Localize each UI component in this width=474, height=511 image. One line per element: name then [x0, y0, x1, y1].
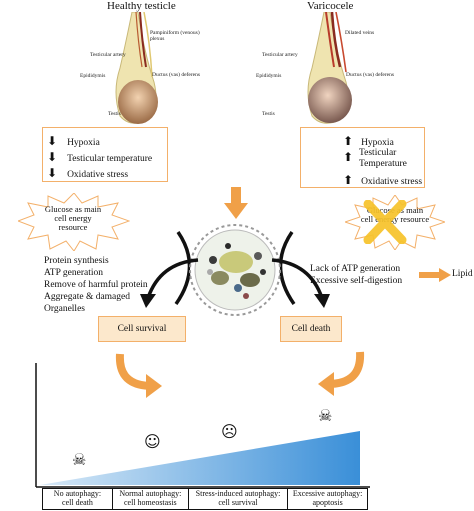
cross-icon [363, 200, 407, 244]
cell-death-label: Cell death [291, 324, 331, 334]
orange-down-arrow-icon [224, 187, 248, 219]
effect-text: Oxidative stress [67, 170, 129, 180]
effect-text: Testicular temperature [67, 154, 153, 164]
cell-diagram [174, 224, 296, 316]
testicular-artery-label: Testicular artery [90, 52, 126, 58]
effect-text: Hypoxia [67, 138, 100, 148]
orange-curved-arrow-right-icon [318, 351, 365, 396]
stage-no-autophagy: No autophagy: cell death [42, 488, 113, 510]
down-arrow-icon: ⬇ [47, 166, 58, 180]
stage-stress-autophagy: Stress-induced autophagy: cell survival [188, 488, 289, 510]
cell-survival-box: Cell survival [98, 316, 186, 342]
varicocele-ductus-label: Ductus (vas) deferens [346, 72, 394, 78]
energy-star-shape [18, 193, 130, 251]
pampiniform-label: Pampiniform (venous) plexus [150, 30, 200, 42]
stage-row: No autophagy: cell death Normal autophag… [42, 488, 368, 510]
healthy-testicle-illustration [115, 12, 158, 124]
orange-curved-arrow-left-icon [115, 353, 162, 398]
glucose-note: Glucose as main cell energy resource [44, 204, 102, 232]
up-arrow-icon: ⬆ [343, 173, 354, 187]
ductus-label: Ductus (vas) deferens [152, 72, 200, 78]
effect-row: ⬆ Oxidative stress [343, 171, 422, 189]
varicocele-effects-box: ⬆ Hypoxia ⬆ Testicular Temperature ⬆ Oxi… [300, 127, 425, 188]
death-processes: Lack of ATP generation Excessive self-di… [310, 264, 403, 286]
skull-icon: ☠ [318, 406, 333, 425]
up-arrow-icon: ⬆ [343, 134, 354, 148]
varicocele-illustration [307, 12, 352, 124]
varicocele-testis-label: Testis [262, 111, 275, 117]
stage-excessive-autophagy: Excessive autophagy: apoptosis [288, 488, 368, 510]
healthy-title: Healthy testicle [107, 0, 176, 12]
effect-row: ⬇ Hypoxia [47, 132, 100, 150]
curved-left-arrow-icon [140, 258, 199, 308]
effect-row: ⬇ Oxidative stress [47, 164, 128, 182]
varicocele-artery-label: Testicular artery [262, 52, 298, 58]
cell-survival-label: Cell survival [117, 324, 167, 334]
dilated-veins-label: Dilated veins [345, 30, 375, 36]
varicocele-title: Varicocele [307, 0, 354, 12]
epididymis-label: Epididymis [80, 73, 106, 79]
down-arrow-icon: ⬇ [47, 150, 58, 164]
autophagy-gradient-chart [35, 363, 370, 488]
cell-death-box: Cell death [280, 316, 342, 342]
frown-icon: ☹ [221, 422, 238, 441]
healthy-effects-box: ⬇ Hypoxia ⬇ Testicular temperature ⬇ Oxi… [42, 127, 168, 182]
lipid-arrow-icon [419, 268, 451, 282]
effect-text: Oxidative stress [361, 177, 423, 187]
skull-icon: ☠ [72, 450, 87, 469]
down-arrow-icon: ⬇ [47, 134, 58, 148]
effect-row: ⬇ Testicular temperature [47, 148, 152, 166]
effect-text: Hypoxia [361, 138, 394, 148]
varicocele-epididymis-label: Epididymis [256, 73, 282, 79]
smile-icon: ☺ [144, 432, 161, 451]
effect-text: Testicular Temperature [359, 148, 407, 169]
lipid-label: Lipid [452, 269, 473, 279]
up-arrow-icon: ⬆ [343, 150, 354, 164]
effect-row: ⬆ Hypoxia [343, 132, 394, 150]
stage-normal-autophagy: Normal autophagy: cell homeostasis [112, 488, 189, 510]
testis-label: Testis [108, 111, 121, 117]
curved-right-arrow-icon [271, 258, 330, 308]
survival-processes: Protein synthesis ATP generation Remove … [44, 256, 148, 314]
